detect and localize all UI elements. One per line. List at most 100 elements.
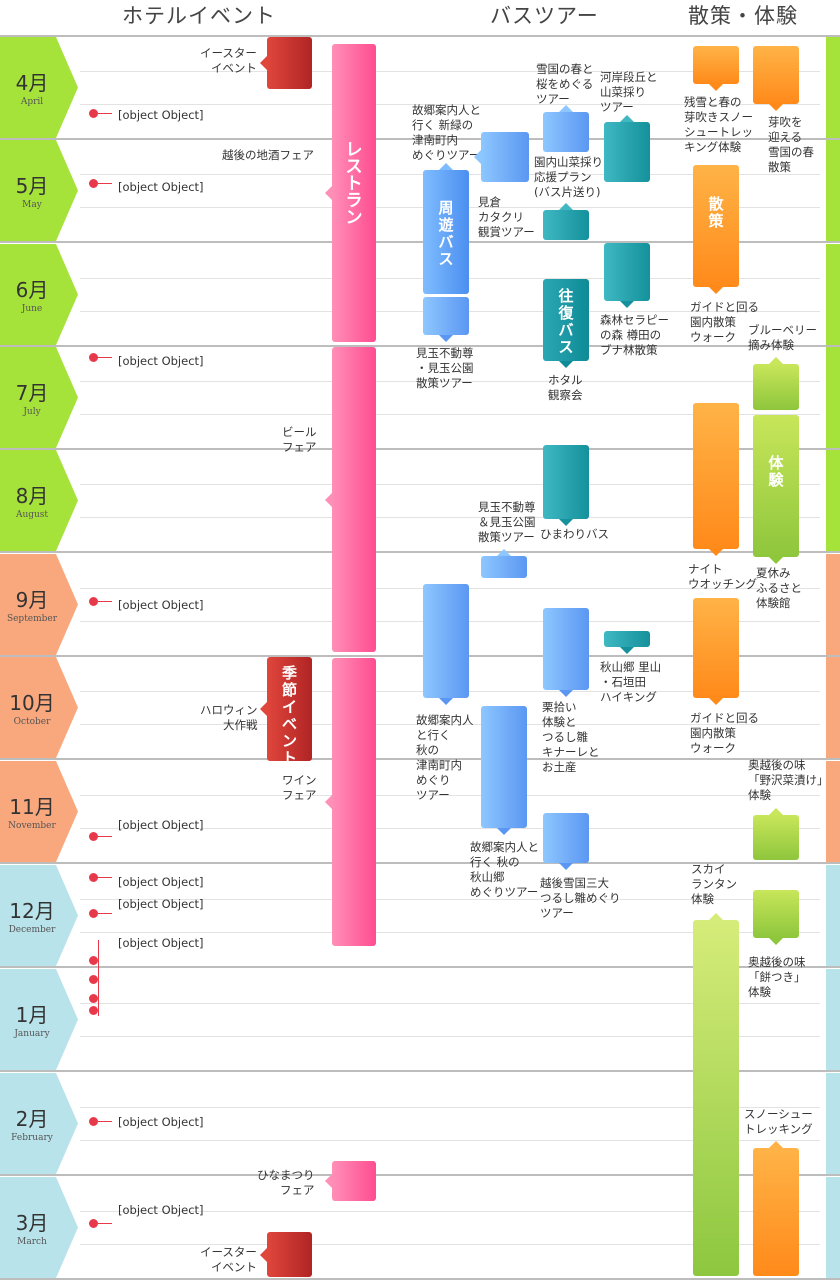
month-arrow-shape <box>0 37 78 138</box>
month-number: 9月 <box>15 588 49 612</box>
restaurant-fair-wine: ワイン フェア <box>282 773 317 802</box>
bus-tour-label: ひまわりバス <box>540 527 609 541</box>
week-gridline <box>80 1140 820 1141</box>
bar-arrow <box>559 105 573 112</box>
bar-arrow <box>559 203 573 210</box>
month-number: 2月 <box>15 1107 49 1131</box>
month-english: October <box>13 717 51 727</box>
event-dot <box>89 956 98 965</box>
bar-arrow <box>769 1141 783 1148</box>
week-gridline <box>80 724 820 725</box>
round-bus-title: 往 復 バ ス <box>558 287 574 356</box>
hotel-event-label: [object Object] <box>118 818 204 832</box>
event-dot <box>89 994 98 1003</box>
bar-arrow <box>325 1174 332 1188</box>
bus-tour-label: 見倉 カタクリ 観賞ツアー <box>478 195 535 239</box>
month-separator <box>0 758 840 760</box>
event-dot-line <box>98 877 112 878</box>
restaurant-bar-sake <box>332 44 376 342</box>
month-number: 4月 <box>15 71 49 95</box>
event-dot-line <box>98 913 112 914</box>
restaurant-title: レ ス ト ラ ン <box>345 140 363 228</box>
week-gridline <box>80 932 820 933</box>
week-gridline <box>80 484 820 485</box>
walk-item-label: ガイドと回る 園内散策 ウォーク <box>690 300 759 344</box>
week-gridline <box>80 1211 820 1212</box>
seasonal-bar-easter-march <box>267 1232 312 1277</box>
walk-item-label: 残雪と春の 芽吹きスノー シュートレッ キング体験 <box>684 95 753 154</box>
exp-bar-blueberry <box>753 364 799 410</box>
bar-arrow <box>260 1247 267 1262</box>
bus-tour-terrace-bar <box>604 122 650 182</box>
event-bracket-line <box>98 940 99 1016</box>
month-english: May <box>22 200 42 210</box>
seasonal-bar-easter <box>267 37 312 89</box>
walk-item-label: ブルーベリー 摘み体験 <box>748 323 817 352</box>
right-month-tab <box>826 1177 840 1278</box>
event-dot <box>89 1117 98 1126</box>
bar-arrow <box>439 163 453 170</box>
restaurant-fair-sake: 越後の地酒フェア <box>222 148 314 162</box>
month-separator <box>0 241 840 243</box>
restaurant-bar-wine <box>332 658 376 946</box>
exp-bar-snowshoe-long <box>693 920 739 1276</box>
event-dot <box>89 975 98 984</box>
week-gridline <box>80 517 820 518</box>
month-separator <box>0 345 840 347</box>
right-month-tab <box>826 657 840 758</box>
bar-arrow <box>769 808 783 815</box>
bar-arrow <box>620 647 634 654</box>
exp-bar-main <box>753 415 799 557</box>
seasonal-label-easter-march: イースター イベント <box>200 1245 257 1274</box>
header-walk: 散策・体験 <box>688 4 798 28</box>
walk-item-label: ナイト ウオッチング <box>688 562 757 591</box>
week-gridline <box>80 1244 820 1245</box>
event-dot-line <box>98 601 112 602</box>
month-english: January <box>14 1029 50 1039</box>
bus-tour-himawari-bar <box>543 445 589 519</box>
month-separator <box>0 138 840 140</box>
month-separator <box>0 1278 840 1280</box>
exp-bar-mochi <box>753 890 799 938</box>
right-month-tab <box>826 347 840 448</box>
month-separator <box>0 551 840 553</box>
hotel-event-label: [object Object] <box>118 875 204 889</box>
month-english: July <box>23 407 41 417</box>
bar-arrow <box>497 549 511 556</box>
round-bus-bar <box>543 279 589 361</box>
month-arrow-shape <box>0 969 78 1070</box>
bar-arrow <box>559 519 573 526</box>
month-may: 5月 May <box>0 140 78 241</box>
event-dot <box>89 1006 98 1015</box>
bus-tour-label: 河岸段丘と 山菜採り ツアー <box>600 70 658 114</box>
walk-item-label: ガイドと回る 園内散策 ウォーク <box>690 711 759 755</box>
month-english: June <box>21 304 43 314</box>
month-english: November <box>8 821 56 831</box>
month-number: 6月 <box>15 278 49 302</box>
bar-arrow <box>769 557 783 564</box>
month-arrow-shape <box>0 1073 78 1174</box>
event-dot-line <box>98 836 112 837</box>
seasonal-event-title: 季 節 イ ベ ン ト <box>281 664 297 767</box>
bar-arrow <box>709 84 723 91</box>
month-number: 5月 <box>15 174 49 198</box>
week-gridline <box>80 1107 820 1108</box>
hotel-event-label: [object Object] <box>118 897 204 911</box>
month-arrow-shape <box>0 657 78 758</box>
month-number: 12月 <box>9 899 55 923</box>
bus-tour-akiyama-bar <box>604 631 650 647</box>
month-arrow-shape <box>0 450 78 551</box>
bar-arrow <box>497 828 511 835</box>
right-month-tab <box>826 761 840 862</box>
header-bus: バスツアー <box>490 4 599 28</box>
walk-item-label: 芽吹を 迎える 雪国の春 散策 <box>768 115 814 174</box>
restaurant-bar-beer <box>332 347 376 652</box>
month-arrow-shape <box>0 865 78 966</box>
exp-bar-nozawana <box>753 815 799 860</box>
stroll-bar-snowshoe-winter <box>753 1148 799 1276</box>
bar-arrow <box>559 863 573 870</box>
bus-tour-label: 故郷案内人と 行く 新緑の 津南町内 めぐりツアー <box>412 103 481 162</box>
bus-tour-chestnut-bar <box>543 608 589 690</box>
